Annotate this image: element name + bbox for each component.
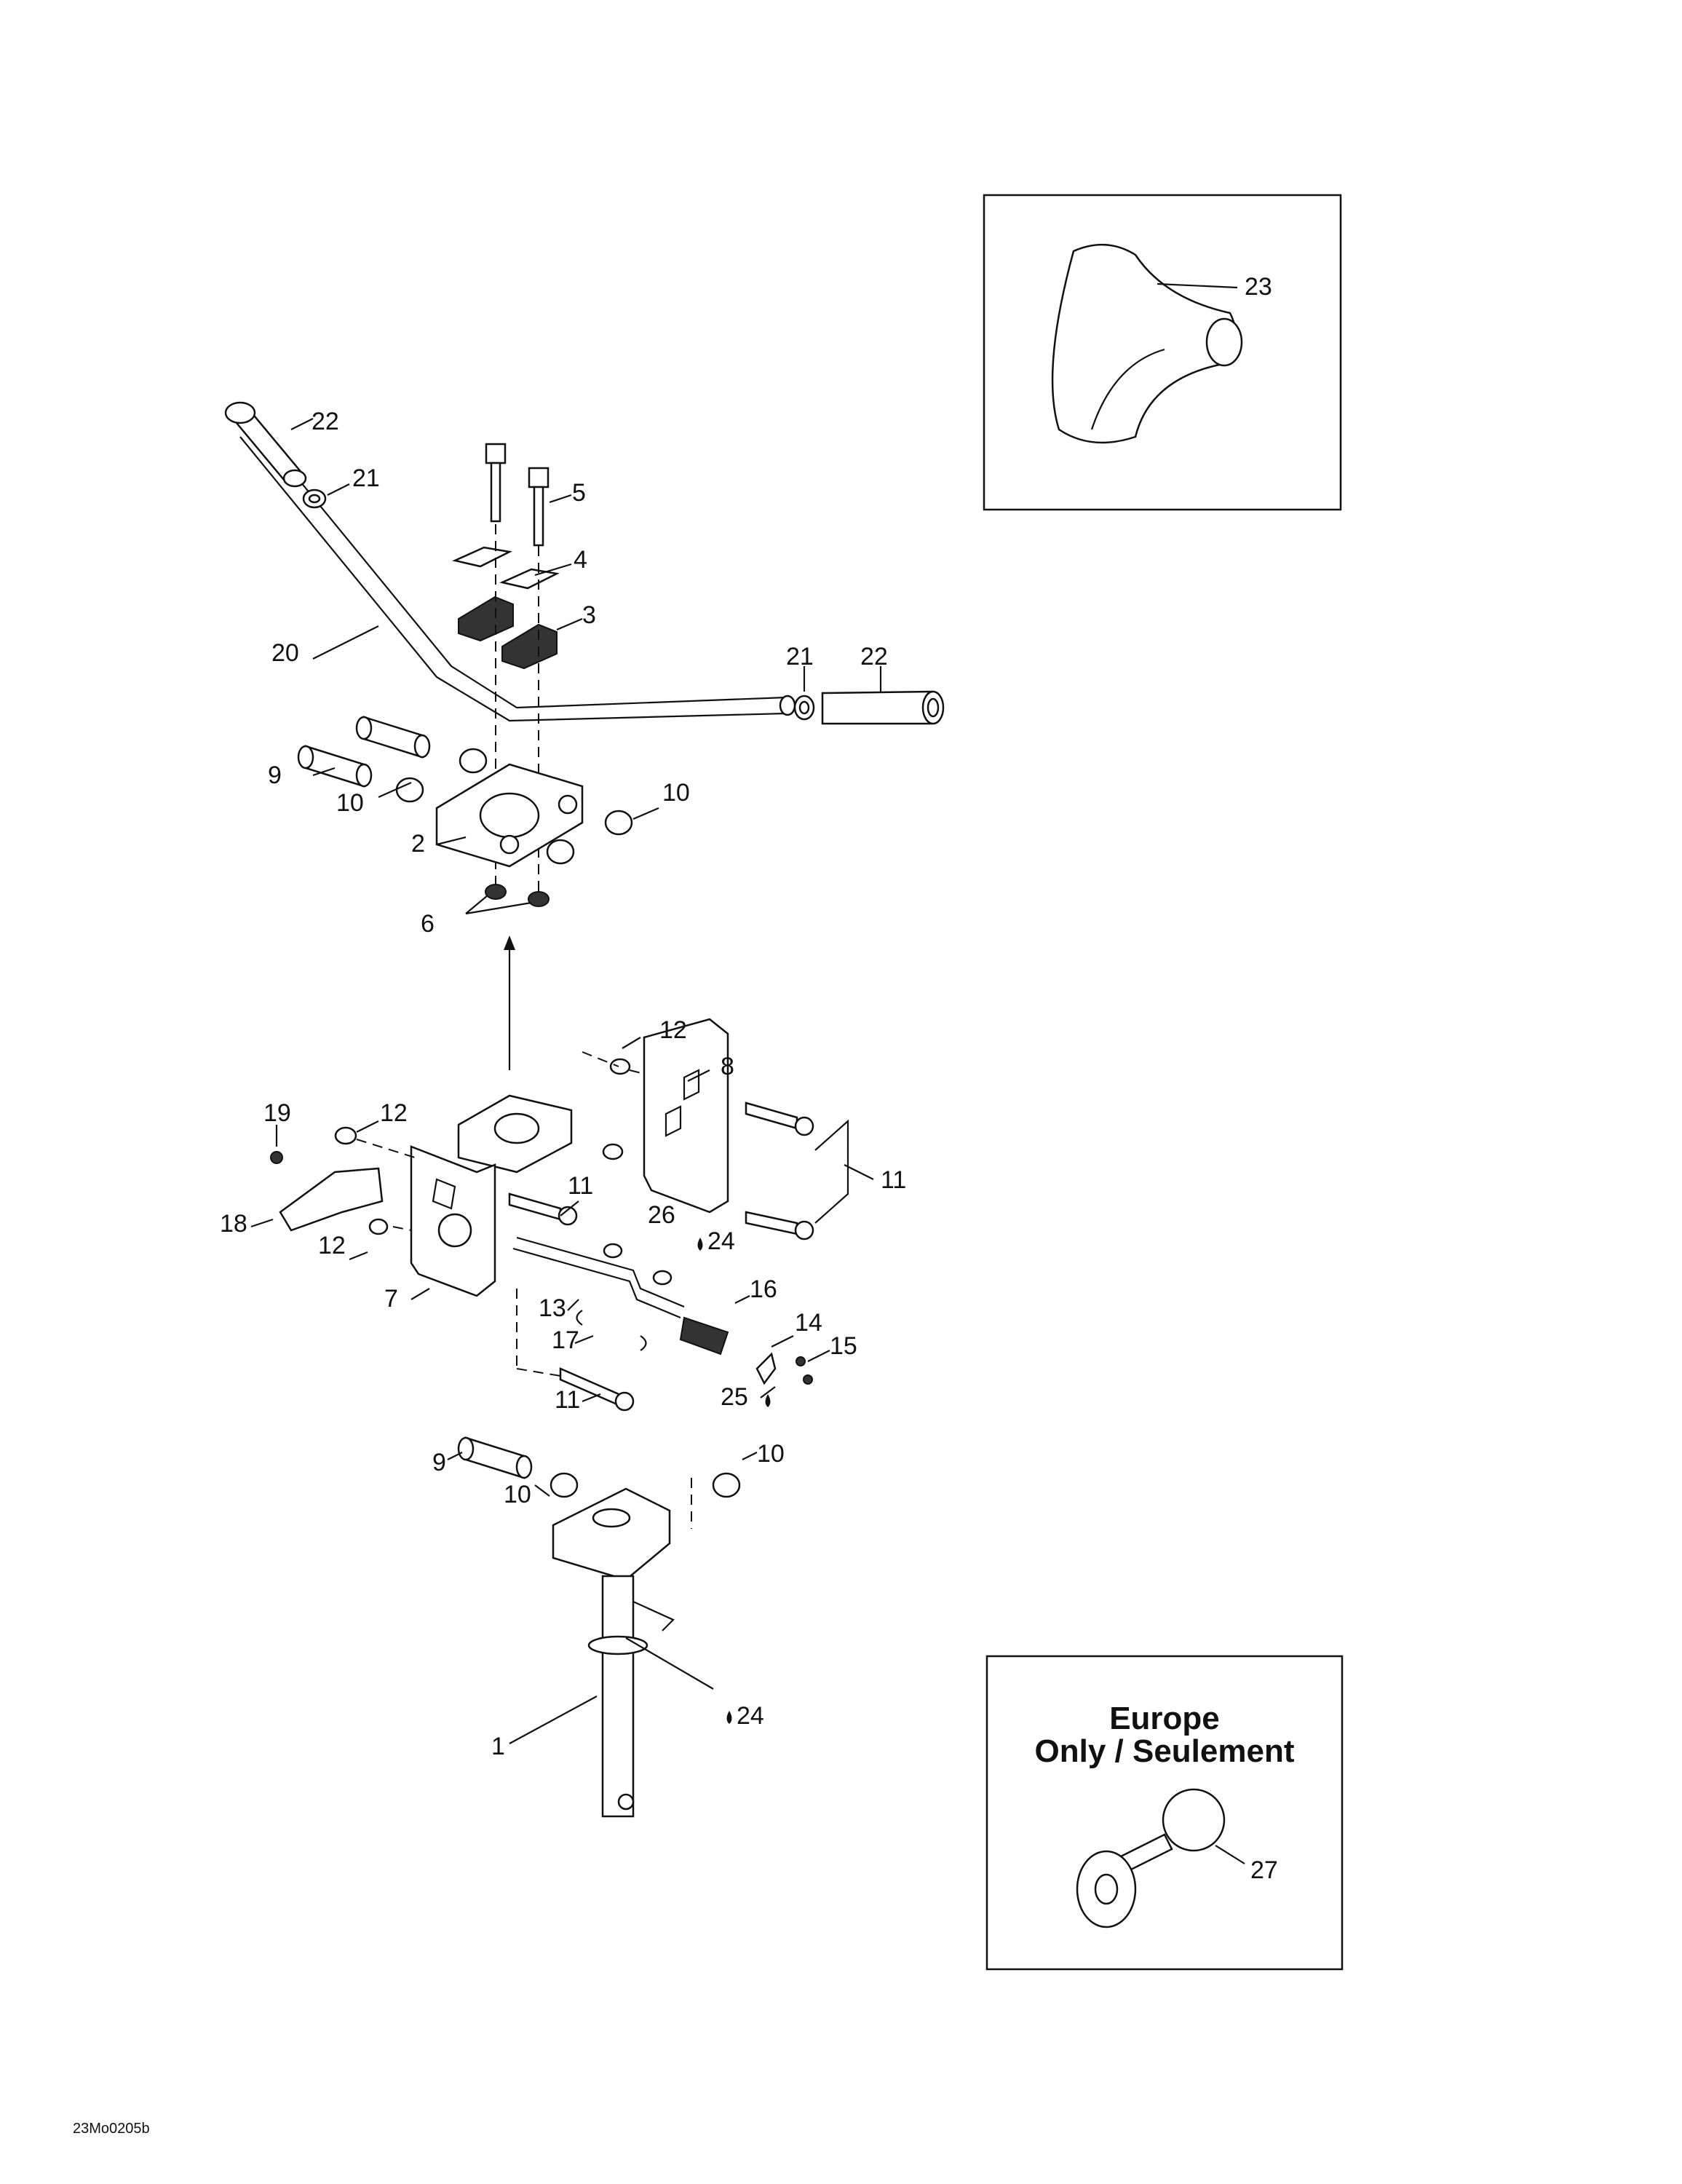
upper-shafts [297, 716, 431, 788]
lube-drop-icon [726, 1711, 732, 1724]
lube-drop-icons [697, 1238, 771, 1724]
handlebar [239, 425, 796, 722]
callout-23: 23 [1245, 273, 1272, 301]
callout-24b: 24 [737, 1702, 764, 1730]
clamps [458, 596, 558, 670]
callout-12a: 12 [659, 1016, 687, 1044]
bolt-bracket-line [814, 1119, 849, 1224]
callout-labels: 22 21 5 4 3 20 21 22 9 10 10 2 6 12 8 19… [220, 408, 906, 1760]
inset-horn-title-line2: Only / Seulement [1035, 1733, 1295, 1769]
throttle-lever [270, 1151, 384, 1232]
lower-bushings [550, 1472, 741, 1498]
callout-9a: 9 [268, 761, 282, 789]
callout-5: 5 [572, 479, 586, 507]
upper-bushings [395, 748, 633, 865]
callout-1: 1 [491, 1733, 505, 1760]
callout-22a: 22 [312, 408, 339, 435]
washers [334, 1058, 631, 1235]
callout-11a: 11 [881, 1166, 906, 1194]
inset-horn: Europe Only / Seulement 27 [985, 1655, 1344, 1971]
callout-26: 26 [648, 1201, 675, 1229]
callout-19: 19 [263, 1099, 291, 1127]
callout-11c: 11 [555, 1386, 580, 1414]
callout-21a: 21 [352, 464, 380, 492]
callout-3: 3 [582, 601, 596, 629]
callout-27: 27 [1250, 1856, 1278, 1884]
steering-column [552, 1487, 675, 1818]
callout-10c: 10 [757, 1440, 785, 1468]
callout-17: 17 [552, 1326, 579, 1354]
lube-drop-icon [765, 1394, 771, 1407]
right-grip [821, 690, 945, 725]
callout-18: 18 [220, 1210, 247, 1238]
inset-grip: 23 [983, 194, 1342, 511]
callout-10a: 10 [336, 789, 364, 817]
leader-lines [250, 418, 882, 1744]
right-ring [793, 695, 815, 721]
callout-22b: 22 [860, 643, 888, 670]
arrow-head [504, 935, 515, 950]
callout-8: 8 [721, 1053, 734, 1080]
left-plate [410, 1145, 496, 1297]
figure-code: 23Mo0205b [73, 2121, 150, 2137]
callout-2: 2 [411, 830, 425, 858]
bracket-bolts [508, 1101, 814, 1412]
connection-lines [356, 1051, 692, 1529]
callout-24a: 24 [707, 1227, 735, 1255]
callout-21b: 21 [786, 643, 814, 670]
callout-14: 14 [795, 1309, 822, 1337]
clamp-caps [452, 546, 560, 590]
right-plate [643, 1018, 729, 1214]
inset-horn-title-line1: Europe [1109, 1701, 1220, 1736]
upper-bracket [435, 763, 584, 868]
clamp-bolts [485, 443, 550, 547]
callout-10b: 10 [662, 779, 690, 807]
callout-7: 7 [384, 1285, 398, 1313]
lower-shaft [457, 1436, 533, 1479]
lube-drop-icon [697, 1238, 703, 1251]
callout-12c: 12 [318, 1232, 346, 1259]
ghost-bracket [457, 1094, 573, 1174]
callout-10d: 10 [504, 1481, 531, 1508]
callout-9b: 9 [432, 1449, 446, 1476]
callout-20: 20 [271, 639, 299, 667]
callout-6: 6 [421, 910, 435, 938]
nuts [485, 884, 550, 907]
callout-16: 16 [750, 1275, 777, 1303]
callout-15: 15 [830, 1332, 857, 1360]
callout-11b: 11 [568, 1172, 593, 1200]
callout-13: 13 [539, 1294, 566, 1322]
callout-25: 25 [721, 1383, 748, 1411]
throttle-linkage [512, 1236, 813, 1385]
left-grip [224, 401, 307, 488]
left-ring [302, 488, 327, 509]
callout-4: 4 [574, 546, 587, 574]
callout-12b: 12 [380, 1099, 408, 1127]
